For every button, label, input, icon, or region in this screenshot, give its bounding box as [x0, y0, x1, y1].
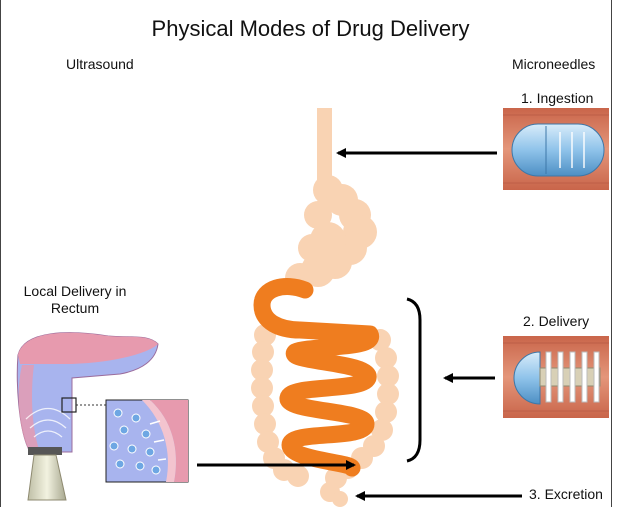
delivery-panel: [503, 336, 609, 418]
ingestion-panel: [503, 108, 609, 190]
ultrasound-probe: [28, 455, 66, 500]
delivery-bracket: [407, 299, 420, 461]
zoom-inset: [106, 400, 188, 482]
stomach: [285, 175, 377, 293]
capsule: [512, 124, 604, 176]
